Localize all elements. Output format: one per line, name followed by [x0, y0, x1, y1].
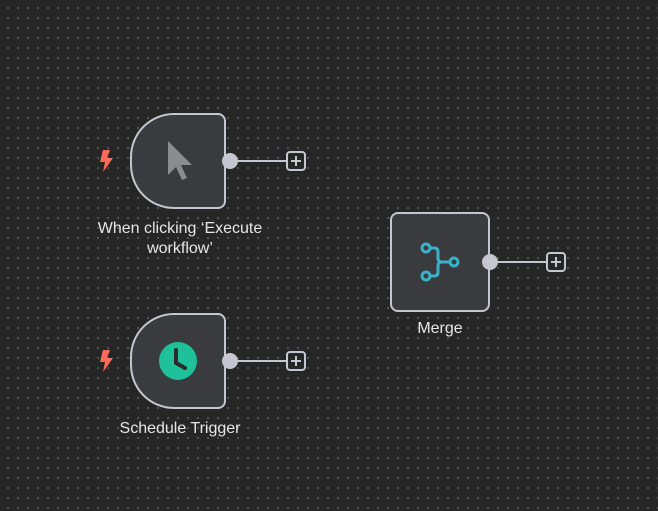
node-label-manual-trigger: When clicking ‘Execute workflow’: [97, 220, 263, 257]
add-node-button-merge[interactable]: [546, 252, 566, 272]
node-label-merge: Merge: [417, 320, 463, 337]
output-handle-schedule-trigger[interactable]: [222, 353, 238, 369]
node-schedule-trigger[interactable]: [130, 313, 226, 409]
trigger-bolt-icon: [100, 350, 113, 372]
clock-icon: [159, 342, 197, 380]
add-node-button-manual-trigger[interactable]: [286, 151, 306, 171]
merge-icon: [420, 242, 460, 282]
connector-line-schedule-trigger: [234, 360, 286, 362]
node-merge[interactable]: [390, 212, 490, 312]
trigger-bolt-icon: [100, 150, 113, 172]
connector-line-merge: [494, 261, 546, 263]
add-node-button-schedule-trigger[interactable]: [286, 351, 306, 371]
cursor-icon: [168, 141, 192, 180]
node-manual-trigger[interactable]: [130, 113, 226, 209]
node-label-schedule-trigger: Schedule Trigger: [119, 420, 241, 437]
output-handle-manual-trigger[interactable]: [222, 153, 238, 169]
connector-line-manual-trigger: [234, 160, 286, 162]
output-handle-merge[interactable]: [482, 254, 498, 270]
